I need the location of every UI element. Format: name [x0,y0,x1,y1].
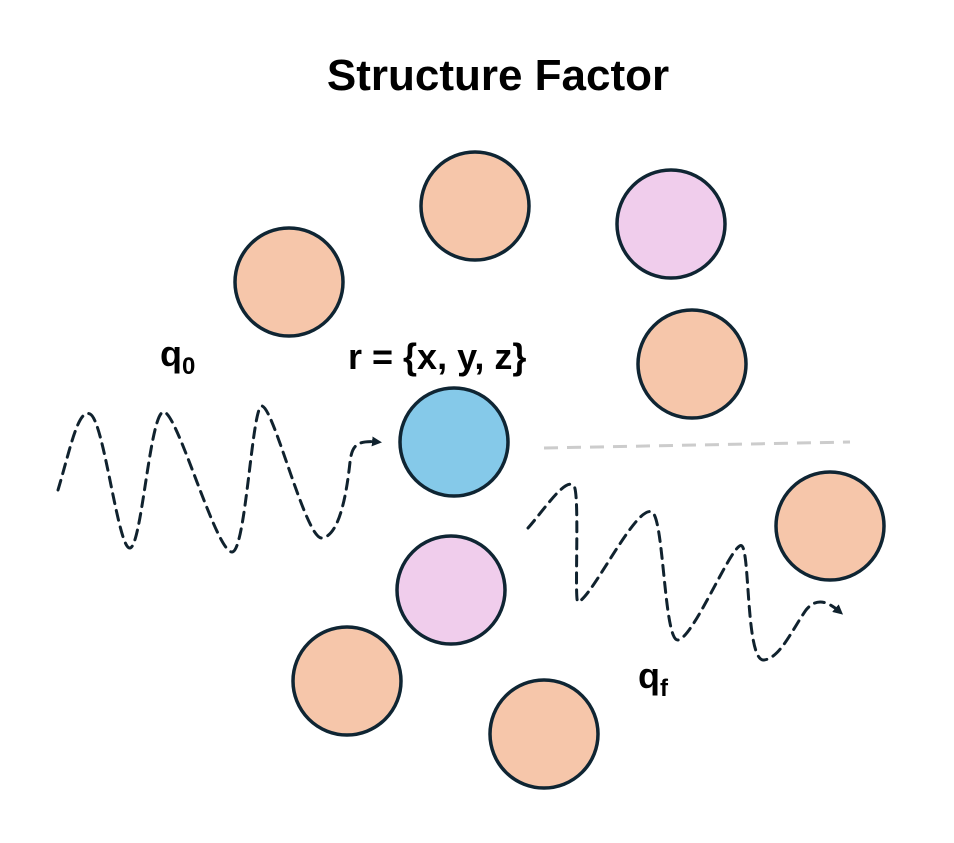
incident-wave-subscript: 0 [182,353,195,380]
atom-peach-upper-left [233,226,345,338]
atom-group [233,150,886,790]
atom-peach-far-right [774,470,886,582]
atom-peach-bottom [488,678,600,790]
scattered-wave-label: qf [638,655,669,702]
atom-pink-upper-right [615,168,727,280]
atom-peach-right [636,308,748,420]
incident-wave [56,404,382,554]
position-vector-label: r = {x, y, z} [348,336,526,377]
incident-wave-label: q0 [160,333,195,380]
diagram-title: Structure Factor [327,51,669,100]
atom-peach-lower-left [291,625,403,737]
atom-peach-top [419,150,531,262]
scattered-wave [526,482,844,662]
transmitted-direction-line [543,440,851,450]
atom-blue-reference [398,386,510,498]
scattered-wave-subscript: f [660,675,669,702]
atom-pink-center [395,534,507,646]
